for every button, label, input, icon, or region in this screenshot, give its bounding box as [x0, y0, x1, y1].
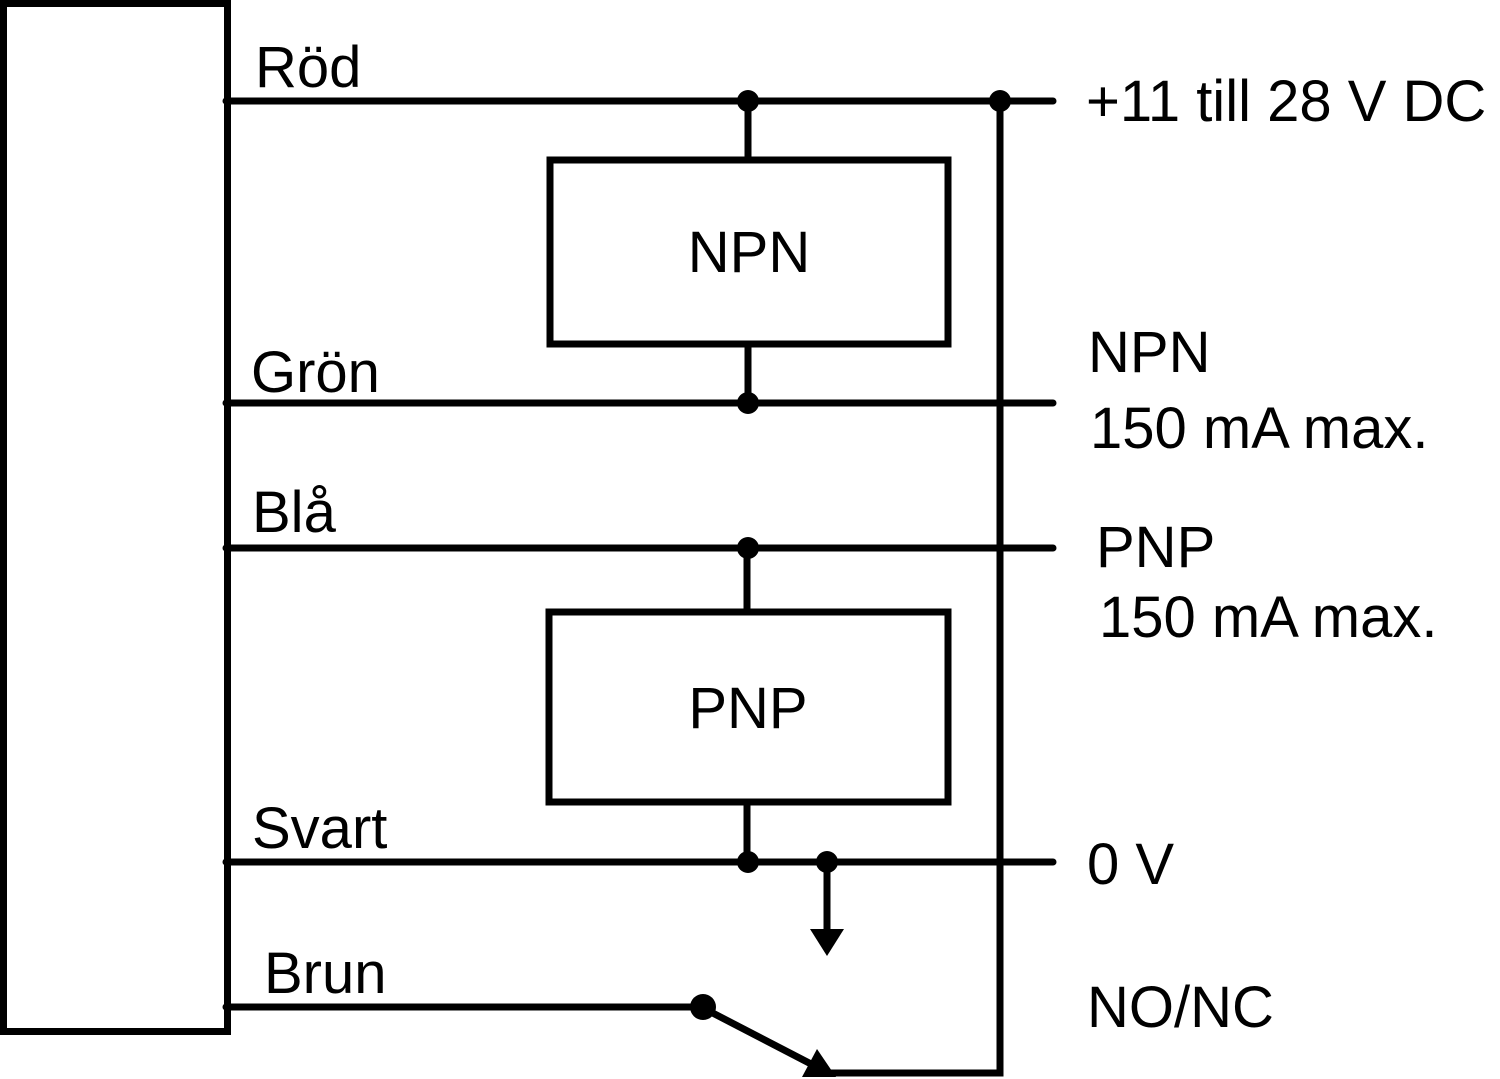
switch-pivot-dot — [690, 994, 716, 1020]
rod-wire-label: Röd — [255, 35, 361, 100]
gron-wire-label: Grön — [251, 340, 380, 405]
brun-wire-label: Brun — [264, 941, 387, 1006]
bla-wire-label: Blå — [252, 480, 337, 545]
svart-wire-label: Svart — [252, 796, 387, 861]
sensor-body — [0, 0, 231, 1035]
junction-dot-svart-pnp — [737, 851, 759, 873]
switch-lever — [703, 1005, 815, 1069]
npn-output-rating: 150 mA max. — [1090, 396, 1428, 461]
npn-output-title: NPN — [1088, 320, 1210, 385]
junction-dot-gron-npn — [737, 392, 759, 414]
junction-dot-rod-rail — [989, 90, 1011, 112]
junction-dot-rod-npn — [737, 90, 759, 112]
switch-output-label: NO/NC — [1087, 975, 1274, 1040]
junction-dot-svart-arrow — [816, 851, 838, 873]
junction-dot-bla-pnp — [737, 537, 759, 559]
pnp-output-title: PNP — [1096, 515, 1215, 580]
npn-box — [546, 156, 952, 348]
pnp-box — [545, 608, 952, 806]
pnp-box-label: PNP — [688, 676, 807, 741]
npn-box-label: NPN — [688, 220, 810, 285]
pnp-output-rating: 150 mA max. — [1099, 585, 1437, 650]
down-arrow-icon — [810, 929, 844, 956]
zero-volt-label: 0 V — [1087, 832, 1174, 897]
supply-label: +11 till 28 V DC — [1086, 69, 1486, 134]
switch-arrow-icon — [802, 1049, 836, 1077]
